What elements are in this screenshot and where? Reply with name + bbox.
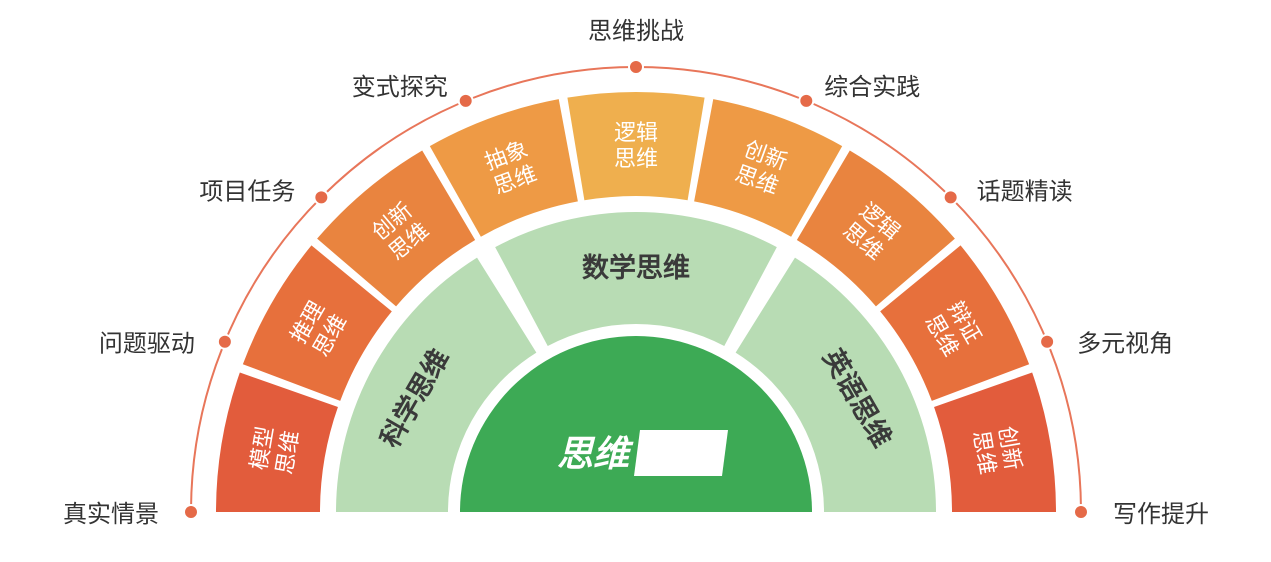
outer-segment-8: 辩证思维 <box>880 245 1030 401</box>
outer-segment-4: 抽象思维 <box>429 99 578 237</box>
arc-label-1: 真实情景 <box>63 500 159 528</box>
middle-segment-math-label: 数学思维 <box>582 252 690 284</box>
middle-ring: 科学思维 数学思维 英语思维 <box>336 212 936 512</box>
outer-segment-5: 逻辑思维 <box>567 92 705 201</box>
arc-label-7: 话题精读 <box>977 177 1073 205</box>
core-title-part2: 课堂 <box>645 434 722 475</box>
arc-label-3: 项目任务 <box>199 177 295 205</box>
arc-node-8: 多元视角 <box>1039 330 1173 358</box>
arc-label-2: 问题驱动 <box>99 330 195 358</box>
arc-node-7: 话题精读 <box>942 177 1073 206</box>
outer-segment-7: 逻辑思维 <box>796 150 955 307</box>
middle-segment-english: 英语思维 <box>735 257 936 512</box>
arc-label-9: 写作提升 <box>1113 500 1209 528</box>
arc-node-9: 写作提升 <box>1073 500 1209 528</box>
outer-segment-3: 创新思维 <box>317 150 476 307</box>
core: 思维 课堂 <box>460 336 812 512</box>
outer-segment-5-line1: 逻辑 <box>614 121 658 146</box>
arc-node-3: 项目任务 <box>199 177 330 206</box>
arc-labels: 真实情景 问题驱动 项目任务 变式探究 思维挑战 综合实践 话题精读 多元视角 … <box>63 17 1209 528</box>
core-semicircle <box>460 336 812 512</box>
arc-node-5: 思维挑战 <box>588 17 684 75</box>
middle-segment-math: 数学思维 <box>495 212 777 347</box>
arc-node-2: 问题驱动 <box>99 330 233 358</box>
arc-node-1: 真实情景 <box>63 500 199 528</box>
outer-ring: 模型思维 推理思维 创新思维 抽象思维 逻辑思维 创新思维 逻辑思维 辩证思维 … <box>216 92 1056 512</box>
svg-text:创新思维: 创新思维 <box>967 424 1025 476</box>
outer-segment-2: 推理思维 <box>242 245 392 401</box>
arc-node-6: 综合实践 <box>798 73 920 109</box>
core-title-badge <box>634 430 728 476</box>
svg-text:模型思维: 模型思维 <box>247 424 305 476</box>
core-title-part1: 思维 <box>557 434 634 475</box>
outer-segment-1: 模型思维 <box>216 372 338 512</box>
arc-node-4: 变式探究 <box>352 73 474 109</box>
arc-label-4: 变式探究 <box>352 73 448 101</box>
outer-segment-9: 创新思维 <box>934 372 1056 512</box>
arc-label-5: 思维挑战 <box>588 17 684 45</box>
arc-label-6: 综合实践 <box>824 73 920 101</box>
arc-label-8: 多元视角 <box>1077 330 1173 358</box>
outer-segment-6: 创新思维 <box>694 99 843 237</box>
middle-segment-science: 科学思维 <box>336 257 537 512</box>
svg-text:逻辑思维: 逻辑思维 <box>614 121 658 172</box>
outer-segment-5-line2: 思维 <box>614 147 658 172</box>
